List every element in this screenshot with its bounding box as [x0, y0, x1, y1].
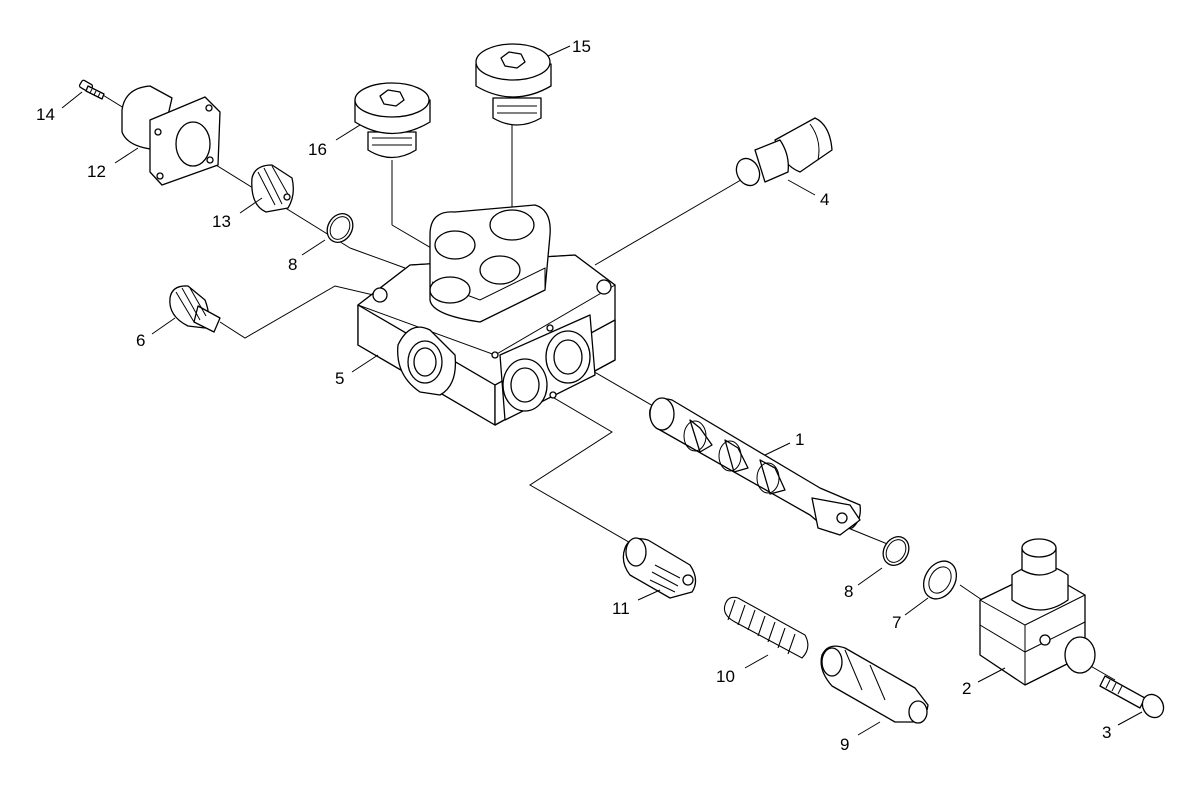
callout-9: 9	[840, 735, 849, 754]
callout-12: 12	[87, 162, 106, 181]
part-3-bolt	[1099, 675, 1165, 719]
callout-3: 3	[1102, 723, 1111, 742]
callout-2: 2	[962, 679, 971, 698]
part-5-valve-body	[356, 204, 616, 426]
callout-10: 10	[716, 667, 735, 686]
part-4-fitting	[735, 117, 833, 187]
callout-15: 15	[572, 37, 591, 56]
callout-6: 6	[136, 331, 145, 350]
part-8-o-ring-lower	[882, 536, 910, 566]
leader-lines	[61, 45, 1143, 736]
callout-1: 1	[795, 430, 804, 449]
callout-7: 7	[892, 613, 901, 632]
part-1-spool	[649, 397, 861, 536]
part-2-actuator-block	[979, 538, 1096, 686]
callout-11: 11	[612, 599, 630, 618]
part-15-plug	[475, 43, 552, 126]
part-14-screw	[78, 79, 105, 100]
part-16-plug	[354, 82, 431, 159]
callout-8-upper: 8	[288, 255, 297, 274]
part-7-washer	[922, 560, 958, 600]
callout-labels: 14 12 13 8 16 15 4 6 5 1 11 10 9 8 7 2 3	[36, 37, 1111, 754]
part-11-piston	[622, 537, 697, 599]
part-12-end-cover	[121, 85, 221, 186]
callout-5: 5	[335, 369, 344, 388]
assembly-guide-lines	[97, 91, 1116, 681]
callout-14: 14	[36, 105, 55, 124]
part-8-o-ring-upper	[326, 213, 354, 243]
part-13-spring-cap	[251, 164, 294, 213]
callout-4: 4	[820, 190, 829, 209]
part-10-spring	[723, 596, 809, 659]
part-6-plug-screw	[169, 285, 221, 333]
part-9-poppet	[820, 645, 929, 724]
callout-8-lower: 8	[844, 582, 853, 601]
callout-16: 16	[308, 140, 327, 159]
callout-13: 13	[212, 212, 231, 231]
